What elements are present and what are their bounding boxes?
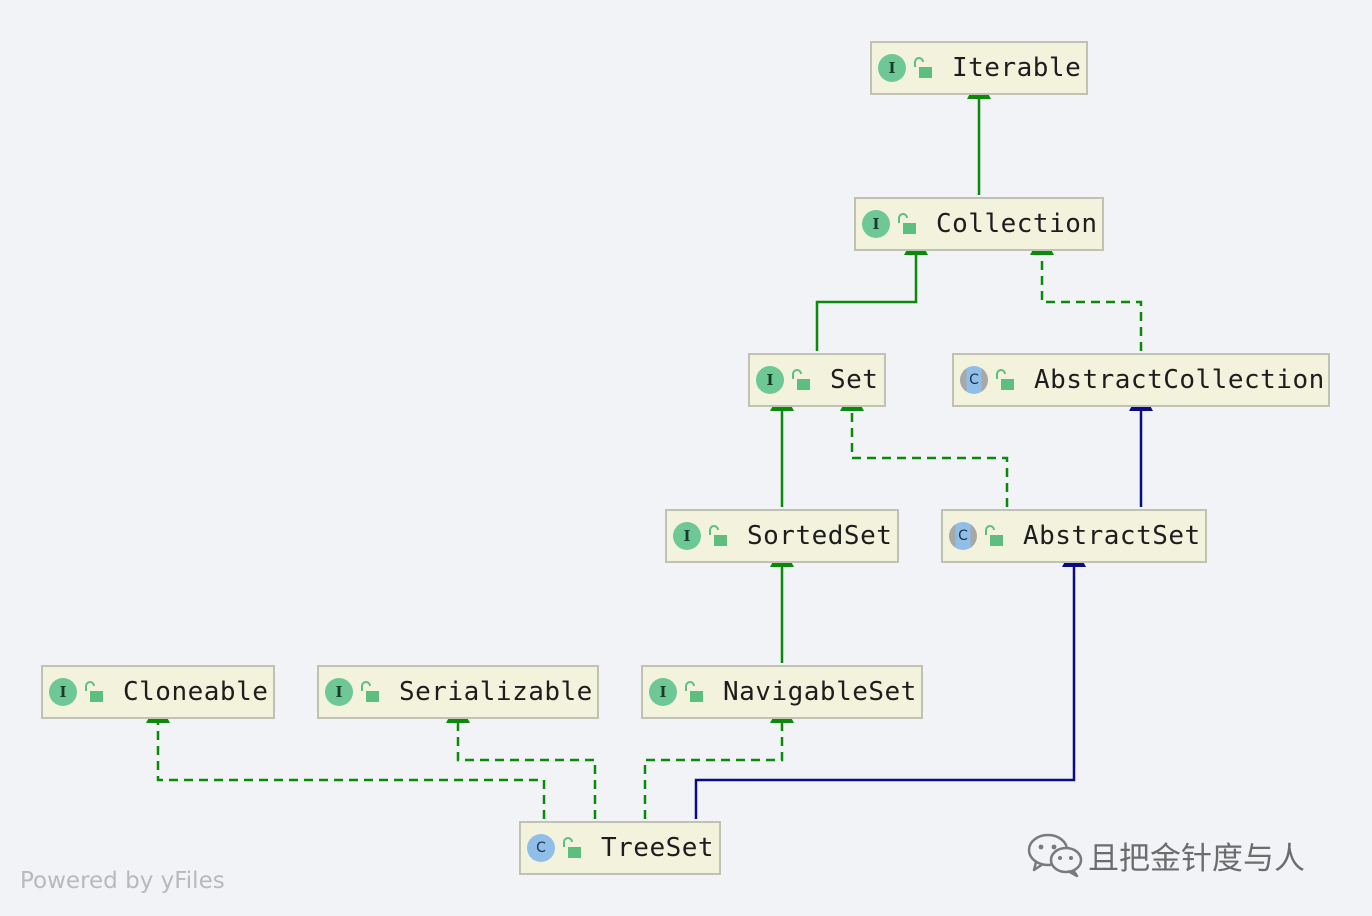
edge-set-to-collection [815,233,928,351]
node-navigable-set[interactable]: I NavigableSet [641,665,923,719]
open-lock-icon [896,212,918,236]
open-lock-icon [983,524,1005,548]
open-lock-icon [683,680,705,704]
node-serializable[interactable]: I Serializable [317,665,599,719]
edge-tree-set-to-abstract-set [694,545,1086,819]
node-collection[interactable]: I Collection [854,197,1104,251]
open-lock-icon [707,524,729,548]
abstract-class-badge-icon: C [949,522,977,550]
node-sorted-set[interactable]: I SortedSet [665,509,899,563]
interface-badge-icon: I [862,210,890,238]
open-lock-icon [83,680,105,704]
edge-tree-set-to-cloneable [146,701,546,819]
open-lock-icon [790,368,812,392]
interface-badge-icon: I [325,678,353,706]
node-abstract-collection[interactable]: C AbstractCollection [952,353,1330,407]
abstract-class-badge-icon: C [960,366,988,394]
interface-badge-icon: I [673,522,701,550]
edge-tree-set-to-serializable [446,701,597,819]
open-lock-icon [359,680,381,704]
node-label: SortedSet [747,521,893,551]
open-lock-icon [912,56,934,80]
node-iterable[interactable]: I Iterable [870,41,1088,95]
node-set[interactable]: I Set [748,353,886,407]
node-label: AbstractCollection [1034,365,1325,395]
node-abstract-set[interactable]: C AbstractSet [941,509,1207,563]
node-label: Cloneable [123,677,269,707]
edge-tree-set-to-navigable-set [643,701,794,819]
node-cloneable[interactable]: I Cloneable [41,665,275,719]
interface-badge-icon: I [756,366,784,394]
node-label: Serializable [399,677,593,707]
node-label: Iterable [952,53,1082,83]
node-label: NavigableSet [723,677,917,707]
node-label: Collection [936,209,1098,239]
open-lock-icon [561,836,583,860]
node-tree-set[interactable]: C TreeSet [519,821,721,875]
edge-abstract-collection-to-collection [1030,233,1143,351]
watermark-text: 且把金针度与人 [1088,840,1305,877]
class-badge-icon: C [527,834,555,862]
interface-badge-icon: I [649,678,677,706]
node-label: AbstractSet [1023,521,1201,551]
interface-badge-icon: I [878,54,906,82]
watermark: 且把金针度与人 [1026,832,1305,878]
edge-abstract-set-to-set [840,389,1009,507]
node-label: TreeSet [601,833,715,863]
open-lock-icon [994,368,1016,392]
wechat-icon [1027,833,1083,878]
node-label: Set [830,365,879,395]
powered-by-footer: Powered by yFiles [20,868,225,894]
interface-badge-icon: I [49,678,77,706]
